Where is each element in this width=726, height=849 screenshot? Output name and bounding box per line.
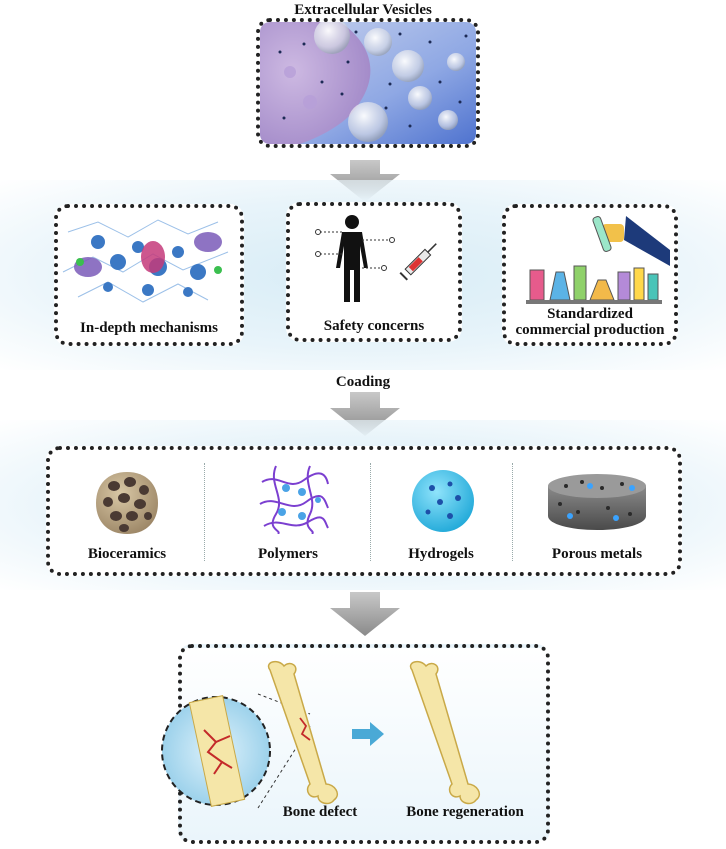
bone-defect-icon xyxy=(267,660,338,805)
polymers-icon xyxy=(259,465,329,534)
materials-divider-1 xyxy=(204,463,205,561)
loading-label: Coading xyxy=(335,374,391,390)
protein-network-icon xyxy=(62,219,229,303)
bone-regeneration-label: Bone regeneration xyxy=(406,804,524,820)
material-label-bioceramics: Bioceramics xyxy=(87,546,167,562)
bioceramics-icon xyxy=(96,472,158,534)
materials-divider-3 xyxy=(512,463,513,561)
materials-divider-2 xyxy=(370,463,371,561)
bone-regeneration-icon xyxy=(409,660,480,805)
challenge-label-production-2: commercial production xyxy=(515,322,665,338)
challenge-box-mechanisms: In-depth mechanisms xyxy=(54,204,244,346)
challenge-label-safety: Safety concerns xyxy=(323,318,425,334)
challenge-box-safety: Safety concerns xyxy=(286,202,462,342)
ev-image-box xyxy=(256,18,480,148)
defect-zoom-circle xyxy=(161,693,311,809)
porous-metals-icon xyxy=(548,474,646,530)
down-arrow-2 xyxy=(330,392,400,436)
challenge-label-production-1: Standardized xyxy=(547,306,633,322)
hydrogels-icon xyxy=(412,470,474,532)
material-label-hydrogels: Hydrogels xyxy=(408,546,474,562)
transition-arrow xyxy=(352,722,384,746)
material-label-porous-metals: Porous metals xyxy=(551,546,643,562)
bone-defect-label: Bone defect xyxy=(282,804,358,820)
extracellular-vesicles-illustration xyxy=(260,22,476,144)
human-figure-icon xyxy=(315,215,437,302)
down-arrow-3 xyxy=(330,592,400,636)
material-label-polymers: Polymers xyxy=(258,546,318,562)
challenge-label-mechanisms: In-depth mechanisms xyxy=(80,320,218,336)
lab-glassware-icon xyxy=(526,216,670,304)
ev-title: Extracellular Vesicles xyxy=(294,2,432,18)
syringe-icon xyxy=(399,243,437,281)
challenge-box-production: Standardized commercial production xyxy=(502,204,678,346)
